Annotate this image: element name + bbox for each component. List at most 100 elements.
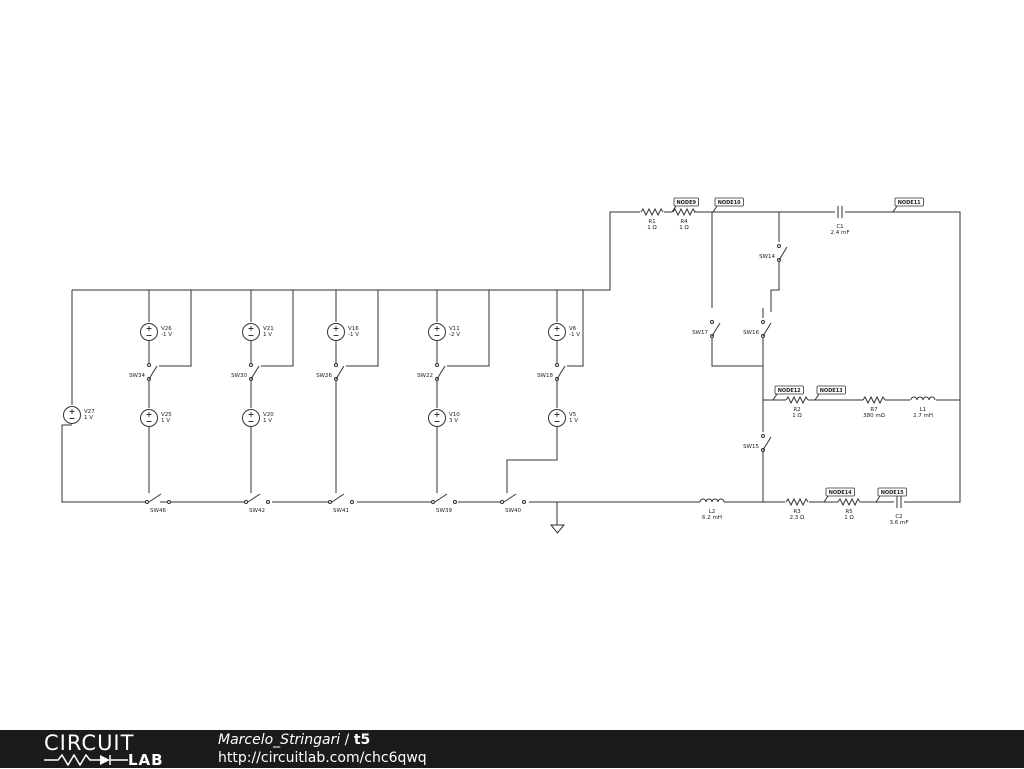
polarity-icon xyxy=(434,412,440,422)
switch-contact xyxy=(147,363,151,367)
source-value: -1 V xyxy=(569,332,580,338)
switch-contact xyxy=(350,500,354,504)
node-leader xyxy=(875,495,881,503)
wire xyxy=(447,290,490,367)
switch-contact xyxy=(710,320,714,324)
source-symbol xyxy=(548,409,566,427)
node-tag xyxy=(825,487,855,497)
ground-triangle xyxy=(549,524,566,534)
polarity-icon xyxy=(554,412,560,422)
wire xyxy=(61,424,147,503)
switch-sw46[interactable]: SW46 xyxy=(145,493,171,514)
voltage-source-v11[interactable]: V11-2 V xyxy=(428,323,461,341)
switch-blade xyxy=(556,365,566,380)
switch-label: SW16 xyxy=(743,330,759,336)
node-label-node9[interactable]: NODE9 xyxy=(671,197,699,213)
inductor-l1[interactable]: L12.7 mH xyxy=(910,396,936,419)
wire xyxy=(770,260,780,312)
polarity-icon xyxy=(69,409,75,419)
switch-contact xyxy=(500,500,504,504)
node-label-text: NODE14 xyxy=(829,490,852,496)
switch-label: SW41 xyxy=(333,508,349,514)
switch-contact xyxy=(266,500,270,504)
node-tag xyxy=(774,385,804,395)
wire xyxy=(346,290,379,367)
footer-bar: CIRCUIT LAB Marcelo_Stringari / t5 http:… xyxy=(0,730,1024,769)
switch-sw30[interactable]: SW30 xyxy=(231,363,260,381)
circuitlab-logo[interactable]: CIRCUIT LAB xyxy=(44,731,174,769)
circuit-title[interactable]: t5 xyxy=(353,732,371,748)
circuit-url[interactable]: http://circuitlab.com/chc6qwq xyxy=(218,750,427,766)
voltage-source-v16[interactable]: V16-1 V xyxy=(327,323,360,341)
node-label-node15[interactable]: NODE15 xyxy=(875,487,907,503)
source-label: V25 xyxy=(161,412,172,418)
node-leader xyxy=(712,205,718,213)
author-link[interactable]: Marcelo_Stringari xyxy=(218,732,341,748)
switch-label: SW22 xyxy=(417,373,433,379)
switch-sw17[interactable]: SW17 xyxy=(692,320,721,338)
node-label-node12[interactable]: NODE12 xyxy=(772,385,804,401)
switch-label: SW26 xyxy=(316,373,332,379)
switch-contact xyxy=(761,320,765,324)
switch-sw18[interactable]: SW18 xyxy=(537,363,566,381)
inductor-value: 2.7 mH xyxy=(913,413,933,419)
voltage-source-v5[interactable]: V51 V xyxy=(548,409,579,427)
node-label-node14[interactable]: NODE14 xyxy=(823,487,855,503)
polarity-icon xyxy=(248,326,254,336)
node-label-text: NODE13 xyxy=(820,388,843,394)
resistor-r5[interactable]: R51 Ω xyxy=(837,497,861,521)
resistor-value: 1 Ω xyxy=(679,225,688,231)
switch-blade xyxy=(335,365,345,380)
source-symbol xyxy=(63,406,81,424)
switch-blade xyxy=(711,322,721,337)
switch-blade xyxy=(503,493,517,503)
logo-wordmark-top: CIRCUIT xyxy=(44,731,135,755)
resistor-value: 1 Ω xyxy=(647,225,656,231)
voltage-source-v6[interactable]: V6-1 V xyxy=(548,323,581,341)
switch-sw34[interactable]: SW34 xyxy=(129,363,158,381)
switch-sw14[interactable]: SW14 xyxy=(759,244,788,262)
resistor-symbol xyxy=(785,497,809,507)
node-leader xyxy=(671,205,677,213)
capacitor-c2[interactable]: C23.6 mF xyxy=(889,496,909,526)
source-symbol xyxy=(327,323,345,341)
source-symbol xyxy=(140,409,158,427)
resistor-r2[interactable]: R21 Ω xyxy=(785,395,809,419)
node-label-node10[interactable]: NODE10 xyxy=(712,197,744,213)
switch-blade xyxy=(148,493,162,503)
switch-sw42[interactable]: SW42 xyxy=(244,493,270,514)
switch-sw15[interactable]: SW15 xyxy=(743,434,772,452)
switch-sw40[interactable]: SW40 xyxy=(500,493,526,514)
source-value: 1 V xyxy=(84,415,93,421)
polarity-icon xyxy=(554,326,560,336)
switch-contact xyxy=(334,363,338,367)
capacitor-c1[interactable]: C12.4 mF xyxy=(830,206,850,236)
switch-sw16[interactable]: SW16 xyxy=(743,320,772,338)
switch-sw22[interactable]: SW22 xyxy=(417,363,446,381)
switch-blade xyxy=(331,493,345,503)
source-symbol xyxy=(140,323,158,341)
resistor-r4[interactable]: R41 Ω xyxy=(672,207,696,231)
switch-sw26[interactable]: SW26 xyxy=(316,363,345,381)
resistor-r1[interactable]: R11 Ω xyxy=(640,207,664,231)
ground-icon xyxy=(549,524,566,534)
node-label-node13[interactable]: NODE13 xyxy=(814,385,846,401)
resistor-r3[interactable]: R32.3 Ω xyxy=(785,497,809,521)
switch-sw41[interactable]: SW41 xyxy=(328,493,354,514)
switch-sw39[interactable]: SW39 xyxy=(431,493,457,514)
switch-blade xyxy=(247,493,261,503)
inductor-label: L2 xyxy=(709,509,716,515)
node-label-node11[interactable]: NODE11 xyxy=(892,197,924,213)
inductor-l2[interactable]: L26.2 mH xyxy=(699,498,725,521)
polarity-icon xyxy=(333,326,339,336)
resistor-symbol xyxy=(785,395,809,405)
resistor-value: 1 Ω xyxy=(792,413,801,419)
voltage-source-v26[interactable]: V26-1 V xyxy=(140,323,173,341)
